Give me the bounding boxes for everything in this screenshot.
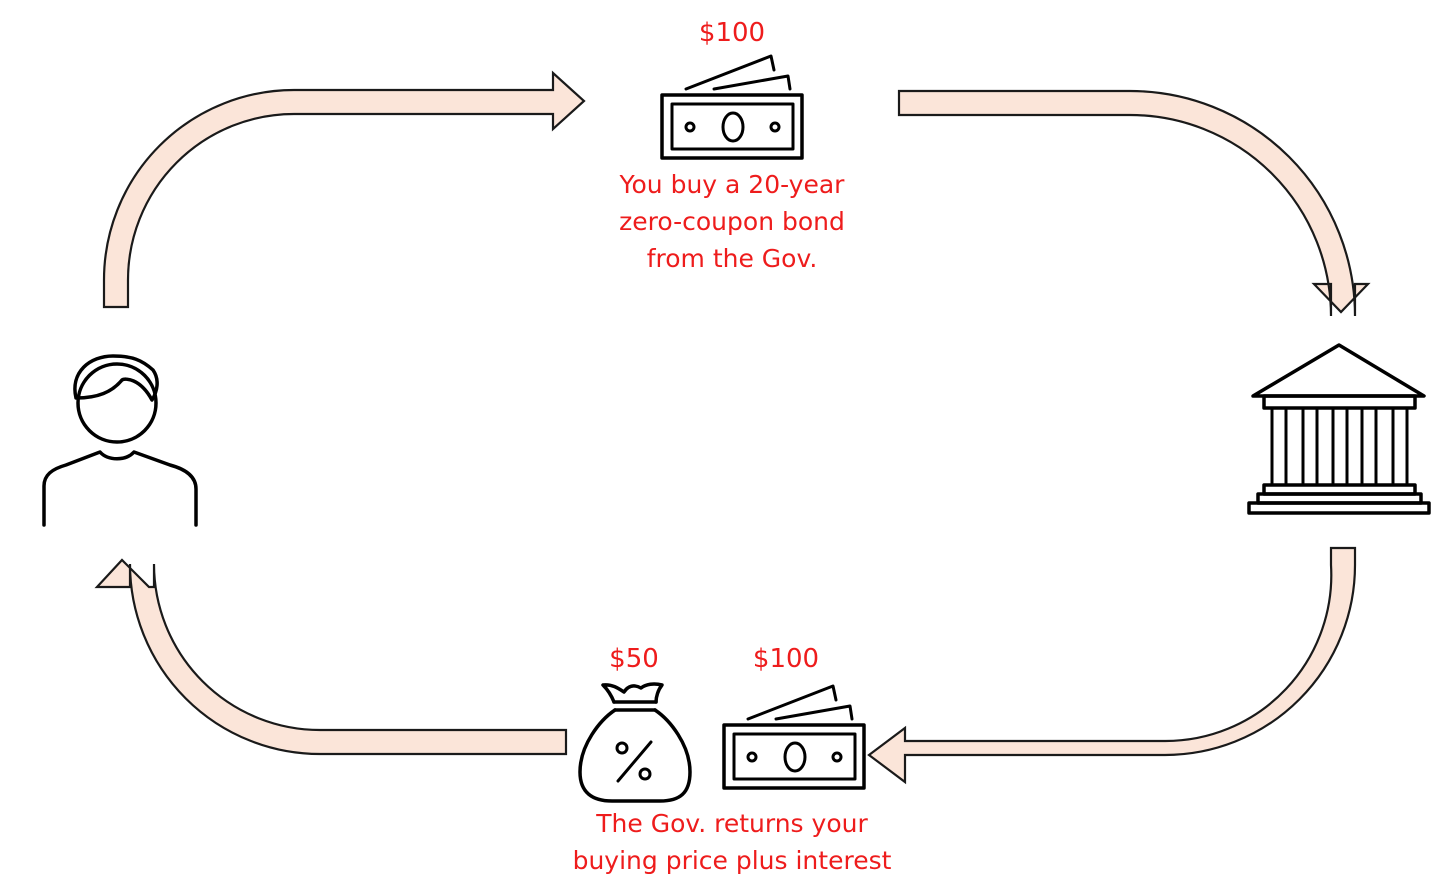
repayment-caption: The Gov. returns your buying price plus … — [532, 805, 932, 879]
caption-line: buying price plus interest — [572, 846, 892, 875]
interest-amount-label: $50 — [609, 644, 659, 674]
person-icon — [42, 354, 198, 527]
flow-arrow-repayment-to-person — [94, 558, 568, 756]
caption-line: You buy a 20-year — [619, 170, 845, 199]
dollar-bill-icon — [722, 684, 866, 790]
bond-price-label: $100 — [698, 18, 766, 48]
flow-arrow-government-to-repayment — [867, 546, 1357, 785]
percent-money-bag-icon — [578, 682, 692, 803]
principal-amount-label: $100 — [752, 644, 820, 674]
purchase-caption: You buy a 20-year zero-coupon bond from … — [582, 166, 882, 277]
caption-line: The Gov. returns your — [596, 809, 868, 838]
caption-line: zero-coupon bond — [619, 207, 845, 236]
caption-line: from the Gov. — [646, 244, 818, 273]
dollar-bill-icon — [660, 54, 804, 160]
flow-arrow-person-to-bond — [102, 70, 586, 309]
flow-arrow-bond-to-government — [897, 89, 1371, 317]
government-building-icon — [1247, 343, 1431, 515]
